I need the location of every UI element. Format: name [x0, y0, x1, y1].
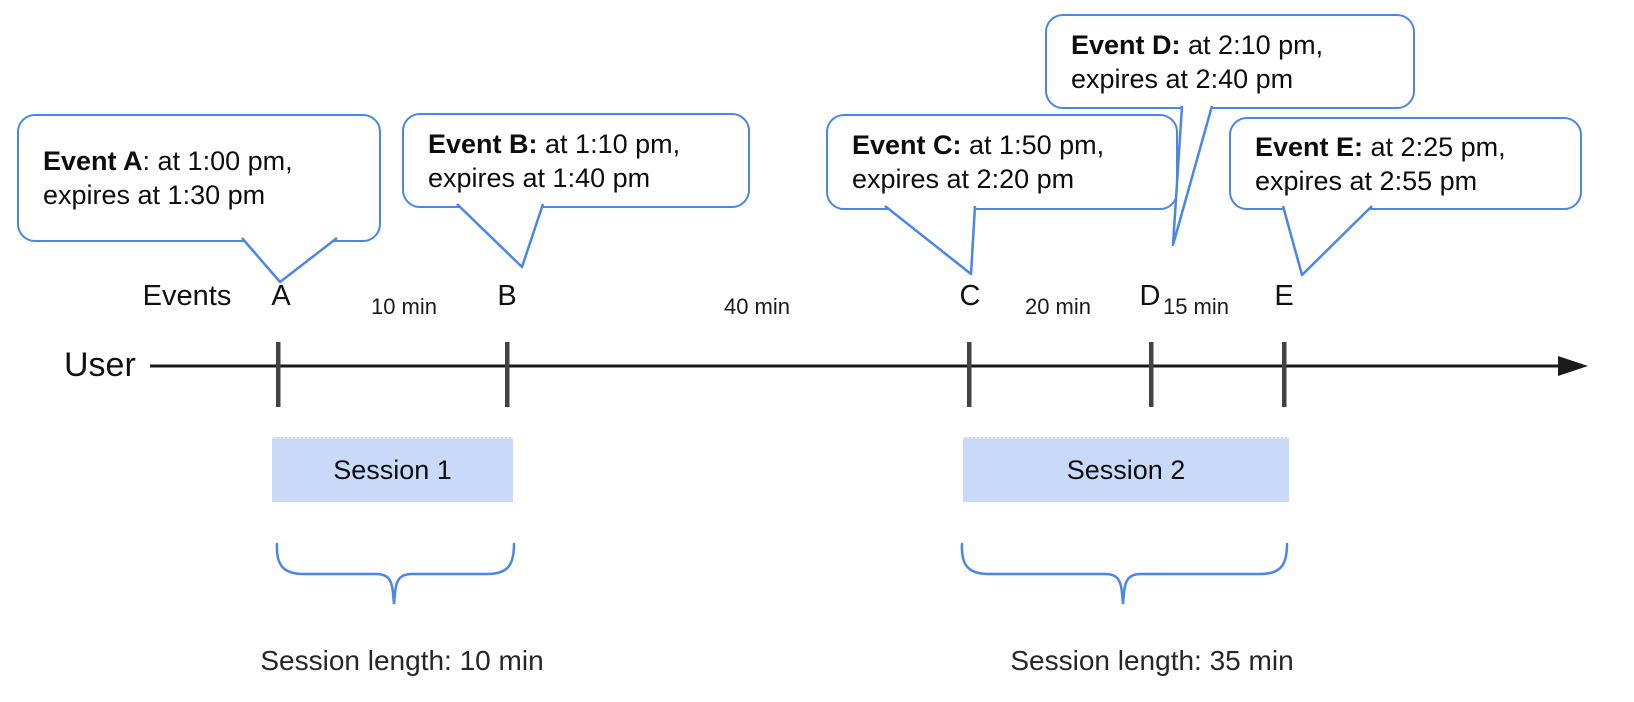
event-b-callout-tail [456, 203, 545, 269]
timeline-arrowhead-icon [1558, 356, 1588, 376]
event-e-callout-tail [1281, 205, 1373, 277]
event-a-line1: Event A: at 1:00 pm, [43, 144, 369, 178]
event-a-time: : at 1:00 pm, [142, 146, 293, 176]
session-1-box: Session 1 [272, 437, 513, 502]
tick-mark-d [1149, 342, 1154, 407]
session-1-brace [275, 542, 516, 605]
event-c-time: at 1:50 pm, [961, 130, 1105, 160]
interval-label-b-c: 40 min [723, 294, 791, 319]
interval-label-a-b: 10 min [370, 294, 438, 319]
event-d-line1: Event D: at 2:10 pm, [1071, 28, 1403, 62]
event-b-line2: expires at 1:40 pm [428, 162, 651, 193]
event-b-line1: Event B: at 1:10 pm, [428, 127, 738, 161]
event-b-title: Event B: [428, 128, 538, 159]
user-axis-label: User [64, 346, 136, 384]
event-c-title: Event C: [852, 130, 962, 160]
session-2-length-label: Session length: 35 min [1010, 645, 1294, 676]
event-e-time: at 2:25 pm, [1363, 131, 1506, 162]
event-d-callout-tail [1171, 105, 1214, 247]
event-mark-label-a: A [271, 280, 291, 312]
event-mark-label-d: D [1139, 280, 1161, 312]
event-a-line2: expires at 1:30 pm [43, 180, 266, 210]
event-e-callout: Event E: at 2:25 pm, expires at 2:55 pm [1229, 117, 1582, 210]
event-e-title: Event E: [1255, 131, 1364, 162]
event-mark-label-c: C [959, 280, 981, 312]
event-c-callout: Event C: at 1:50 pm, expires at 2:20 pm [826, 114, 1178, 210]
event-d-time: at 2:10 pm, [1180, 29, 1324, 60]
session-1-length-label: Session length: 10 min [260, 645, 544, 676]
event-d-line2: expires at 2:40 pm [1071, 63, 1294, 94]
event-b-callout: Event B: at 1:10 pm, expires at 1:40 pm [402, 113, 750, 208]
session-2-brace [960, 542, 1289, 605]
tick-mark-e [1282, 342, 1287, 407]
event-e-line1: Event E: at 2:25 pm, [1255, 130, 1570, 164]
session-2-box: Session 2 [963, 437, 1289, 502]
event-c-callout-tail [884, 205, 977, 276]
tick-mark-a [276, 342, 281, 407]
event-a-title: Event A [43, 146, 143, 176]
tick-mark-c [967, 342, 972, 407]
event-d-callout: Event D: at 2:10 pm, expires at 2:40 pm [1045, 14, 1415, 109]
event-b-time: at 1:10 pm, [537, 128, 681, 159]
interval-label-c-d: 20 min [1024, 294, 1092, 319]
event-a-callout-tail [241, 237, 338, 284]
session-1-label: Session 1 [333, 455, 452, 485]
event-d-title: Event D: [1071, 29, 1181, 60]
tick-mark-b [505, 342, 510, 407]
event-c-line2: expires at 2:20 pm [852, 164, 1075, 194]
events-row-label: Events [142, 280, 232, 312]
session-2-label: Session 2 [1066, 455, 1186, 485]
event-e-line2: expires at 2:55 pm [1255, 165, 1478, 196]
event-mark-label-b: B [497, 280, 517, 312]
event-mark-label-e: E [1274, 280, 1294, 312]
event-c-line1: Event C: at 1:50 pm, [852, 128, 1166, 162]
event-a-callout: Event A: at 1:00 pm, expires at 1:30 pm [17, 114, 381, 242]
interval-label-d-e: 15 min [1162, 294, 1230, 319]
